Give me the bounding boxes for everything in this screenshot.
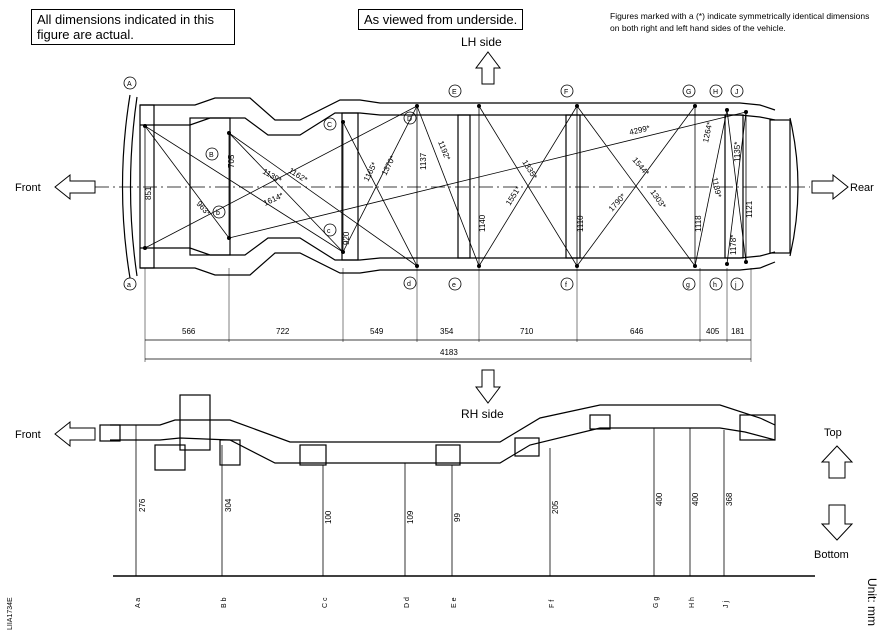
- svg-text:J j: J j: [723, 601, 730, 608]
- svg-text:710: 710: [520, 327, 534, 336]
- svg-text:E: E: [452, 89, 457, 96]
- diagonal-labels: 1139* 1162* 1165* 1370* 1192* 1335* 1551…: [195, 121, 742, 255]
- unit-label: Unit: mm: [865, 578, 879, 626]
- top-label: Top: [824, 427, 842, 439]
- svg-text:1192*: 1192*: [436, 139, 452, 161]
- diagonal-lines: [144, 105, 747, 267]
- svg-text:405: 405: [706, 327, 720, 336]
- svg-text:J: J: [735, 89, 739, 96]
- width-labels: 851 705 920 1137 1140 1110 1118 1121: [144, 152, 754, 245]
- height-lines: [135, 425, 725, 576]
- svg-text:1118: 1118: [694, 215, 703, 232]
- measurement-points: [143, 104, 748, 268]
- svg-text:1140: 1140: [478, 214, 487, 232]
- svg-text:4183: 4183: [440, 348, 458, 357]
- svg-text:304: 304: [224, 498, 233, 512]
- svg-text:276: 276: [138, 498, 147, 512]
- side-point-labels: A a B b C c D d E e F f G g H h J j: [135, 597, 730, 608]
- svg-text:G g: G g: [653, 597, 660, 608]
- svg-text:1790*: 1790*: [607, 192, 628, 214]
- svg-text:1551*: 1551*: [504, 185, 523, 208]
- svg-text:100: 100: [324, 510, 333, 524]
- svg-text:354: 354: [440, 327, 454, 336]
- actual-dimensions-note: All dimensions indicated in this figure …: [31, 9, 235, 45]
- svg-text:1614*: 1614*: [262, 191, 285, 208]
- frame-side-outline: [99, 394, 776, 471]
- bottom-arrow-icon: [820, 504, 854, 541]
- svg-text:368: 368: [725, 492, 734, 506]
- svg-text:h: h: [713, 282, 717, 289]
- svg-text:99: 99: [453, 513, 462, 522]
- svg-text:400: 400: [655, 492, 664, 506]
- bottom-label: Bottom: [814, 549, 849, 561]
- svg-text:c: c: [327, 228, 331, 235]
- figure-id: LIIA1734E: [7, 597, 14, 630]
- front-arrow-2-icon: [54, 420, 96, 448]
- svg-text:1544*: 1544*: [630, 156, 650, 178]
- svg-text:f: f: [565, 282, 567, 289]
- svg-text:B: B: [209, 152, 214, 159]
- viewed-from-note: As viewed from underside.: [358, 9, 524, 30]
- svg-text:1137: 1137: [419, 152, 428, 170]
- svg-text:e: e: [452, 282, 456, 289]
- svg-text:566: 566: [182, 327, 196, 336]
- svg-text:1189*: 1189*: [710, 177, 723, 199]
- point-labels-lower: a b c d e f g h j: [123, 205, 744, 291]
- svg-text:400: 400: [691, 492, 700, 506]
- svg-text:a: a: [127, 282, 131, 289]
- svg-text:646: 646: [630, 327, 644, 336]
- svg-text:H h: H h: [689, 597, 696, 608]
- svg-text:F f: F f: [549, 600, 556, 608]
- svg-text:A: A: [127, 81, 132, 88]
- symmetric-note: Figures marked with a (*) indicate symme…: [610, 11, 870, 33]
- svg-text:d: d: [407, 281, 411, 288]
- svg-text:722: 722: [276, 327, 290, 336]
- top-arrow-icon: [820, 445, 854, 479]
- svg-text:181: 181: [731, 327, 745, 336]
- svg-text:920: 920: [342, 231, 351, 245]
- svg-text:1110: 1110: [576, 215, 585, 232]
- svg-text:1139*: 1139*: [261, 167, 283, 185]
- front-label: Front: [15, 182, 41, 194]
- svg-text:1264*: 1264*: [701, 121, 714, 143]
- svg-text:j: j: [734, 282, 737, 289]
- svg-text:1121: 1121: [745, 200, 754, 218]
- lh-side-label: LH side: [461, 35, 502, 49]
- svg-text:G: G: [686, 89, 691, 96]
- svg-text:963*: 963*: [195, 199, 213, 217]
- svg-text:549: 549: [370, 327, 384, 336]
- rear-arrow-icon: [811, 173, 849, 201]
- svg-text:E e: E e: [451, 597, 458, 608]
- svg-text:A a: A a: [135, 598, 142, 608]
- svg-text:109: 109: [406, 510, 415, 524]
- svg-text:851: 851: [144, 186, 153, 200]
- frame-top-outline: [121, 94, 799, 279]
- front-arrow-icon: [54, 173, 96, 201]
- svg-text:C c: C c: [322, 597, 329, 608]
- svg-text:1370*: 1370*: [380, 154, 398, 177]
- svg-text:C: C: [327, 122, 332, 129]
- svg-text:D d: D d: [404, 597, 411, 608]
- lh-side-arrow-icon: [475, 51, 501, 85]
- span-dimensions: 566 722 549 354 710 646 405 181 4183: [144, 268, 752, 362]
- rh-side-arrow-icon: [475, 369, 501, 404]
- svg-text:1135*: 1135*: [733, 142, 742, 162]
- rh-side-label: RH side: [461, 407, 504, 421]
- rear-label: Rear: [850, 182, 874, 194]
- svg-text:H: H: [713, 89, 718, 96]
- svg-text:205: 205: [551, 500, 560, 514]
- svg-text:D: D: [407, 116, 412, 123]
- width-lines: [144, 106, 747, 266]
- svg-text:b: b: [216, 210, 220, 217]
- front-label-2: Front: [15, 429, 41, 441]
- svg-text:F: F: [564, 89, 568, 96]
- point-labels-upper: A B C D E F G H J: [123, 76, 744, 161]
- svg-text:g: g: [686, 282, 690, 289]
- svg-text:B b: B b: [221, 597, 228, 608]
- height-labels: 276 304 100 109 99 205 400 400 368: [138, 492, 734, 524]
- svg-text:4299*: 4299*: [628, 123, 650, 136]
- svg-text:705: 705: [227, 154, 236, 168]
- svg-text:1178*: 1178*: [729, 235, 738, 255]
